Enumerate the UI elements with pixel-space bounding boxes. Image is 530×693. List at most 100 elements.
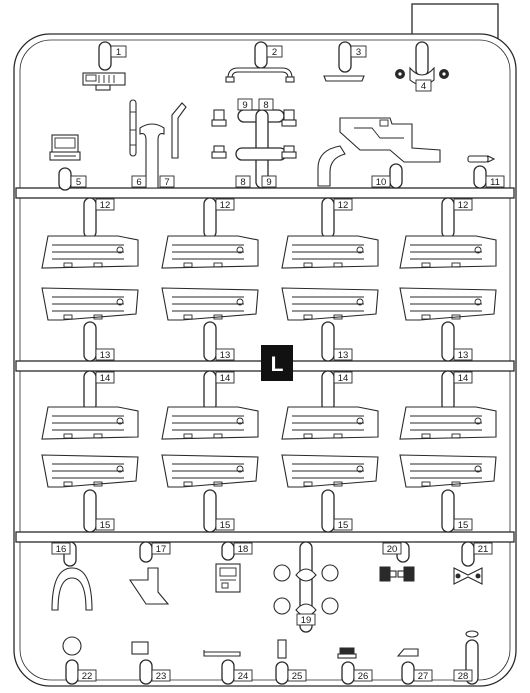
tag-12-a-text: 12: [100, 200, 111, 211]
tag-18-text: 18: [238, 544, 249, 555]
tag-17: 17: [151, 542, 171, 555]
gate-part-27: [401, 661, 415, 685]
tag-9-top: 9: [237, 98, 253, 111]
tag-5-text: 5: [76, 177, 81, 188]
tag-8-bottom-text: 8: [240, 177, 245, 188]
tag-15-d-text: 15: [458, 520, 469, 531]
part-6-stand: [139, 123, 165, 189]
tag-28-text: 28: [458, 671, 469, 682]
tag-22: 22: [77, 669, 97, 682]
blade-panel: [41, 406, 139, 440]
tag-21: 21: [473, 542, 493, 555]
part-5-box: [49, 134, 81, 161]
tag-14-a: 14: [95, 371, 115, 384]
gate-part-18: [221, 541, 235, 561]
tag-24-text: 24: [238, 671, 249, 682]
tag-11-text: 11: [490, 177, 500, 188]
gates-13: [83, 321, 455, 362]
tag-15-b-text: 15: [220, 520, 231, 531]
tag-13-d-text: 13: [458, 350, 469, 361]
tag-26: 26: [353, 669, 373, 682]
tag-15-c: 15: [333, 518, 353, 531]
part-7-stick: [171, 102, 187, 159]
part-20-clips: [379, 566, 415, 582]
part-3-bar: [323, 75, 365, 82]
tag-9-bottom-text: 9: [266, 177, 271, 188]
gate-part-4: [415, 41, 429, 77]
tag-12-b-text: 12: [220, 200, 231, 211]
tag-8-bottom: 8: [235, 175, 251, 188]
part-11-pin: [467, 155, 496, 163]
blade-panel: [281, 235, 379, 269]
gate-part-24: [221, 659, 235, 685]
tag-23: 23: [151, 669, 171, 682]
runner-rail-1: [15, 187, 515, 199]
gate-part-22: [65, 659, 79, 685]
tag-15-c-text: 15: [338, 520, 349, 531]
part-19-rings: [273, 541, 339, 633]
part-24-strip: [203, 650, 241, 657]
tag-14-d-text: 14: [458, 373, 469, 384]
tag-28: 28: [453, 669, 473, 682]
tag-25: 25: [287, 669, 307, 682]
tag-6: 6: [131, 175, 147, 188]
tag-15-d: 15: [453, 518, 473, 531]
tag-15-b: 15: [215, 518, 235, 531]
blade-panel: [399, 454, 497, 488]
tag-14-b-text: 14: [220, 373, 231, 384]
tag-14-b: 14: [215, 371, 235, 384]
gate-part-21: [461, 541, 475, 567]
tag-14-a-text: 14: [100, 373, 111, 384]
tag-13-c-text: 13: [338, 350, 349, 361]
tag-9-top-text: 9: [242, 100, 247, 111]
tag-19-text: 19: [301, 615, 312, 626]
blade-panel: [161, 235, 259, 269]
part-25-post: [277, 639, 287, 659]
blade-panel: [399, 287, 497, 321]
blade-panels: [41, 235, 497, 488]
tag-11: 11: [485, 175, 505, 188]
tag-9-bottom: 9: [261, 175, 277, 188]
tag-8-top: 8: [258, 98, 274, 111]
tag-27-text: 27: [418, 671, 429, 682]
tag-6-text: 6: [136, 177, 141, 188]
tag-12-d: 12: [453, 198, 473, 211]
part-8-9-cluster: [211, 109, 297, 189]
sprue-letter-badge: L: [261, 345, 293, 381]
tag-7-text: 7: [164, 177, 169, 188]
sprue-letter: L: [271, 353, 284, 376]
part-23-square: [131, 641, 149, 655]
tag-26-text: 26: [358, 671, 369, 682]
gate-part-10: [389, 163, 403, 189]
blade-panel: [281, 454, 379, 488]
part-number-tags: 1 2 3 4 5 6 7 9 8 8 9 10 11 12 12 12 12 …: [51, 45, 505, 682]
tag-13-a: 13: [95, 348, 115, 361]
part-26-block: [337, 647, 357, 659]
tag-25-text: 25: [292, 671, 303, 682]
part-28-cap: [465, 630, 479, 638]
tag-23-text: 23: [156, 671, 167, 682]
tag-16: 16: [51, 542, 71, 555]
part-17-plate: [128, 567, 170, 605]
tag-13-a-text: 13: [100, 350, 111, 361]
tag-2-text: 2: [272, 47, 277, 58]
blade-panel: [281, 287, 379, 321]
tag-20: 20: [382, 542, 402, 555]
tag-19: 19: [296, 613, 316, 626]
tag-4: 4: [415, 79, 432, 92]
tag-15-a: 15: [95, 518, 115, 531]
gate-part-23: [139, 659, 153, 685]
tag-12-c-text: 12: [338, 200, 349, 211]
blade-panel: [161, 287, 259, 321]
blade-panel: [41, 287, 139, 321]
blade-panel: [399, 406, 497, 440]
tag-18: 18: [233, 542, 253, 555]
part-16-arch: [51, 567, 93, 611]
tag-24: 24: [233, 669, 253, 682]
tag-13-c: 13: [333, 348, 353, 361]
gate-part-5: [58, 167, 72, 191]
gate-part-26: [341, 661, 355, 685]
tag-3-text: 3: [356, 47, 361, 58]
blade-panel: [281, 406, 379, 440]
